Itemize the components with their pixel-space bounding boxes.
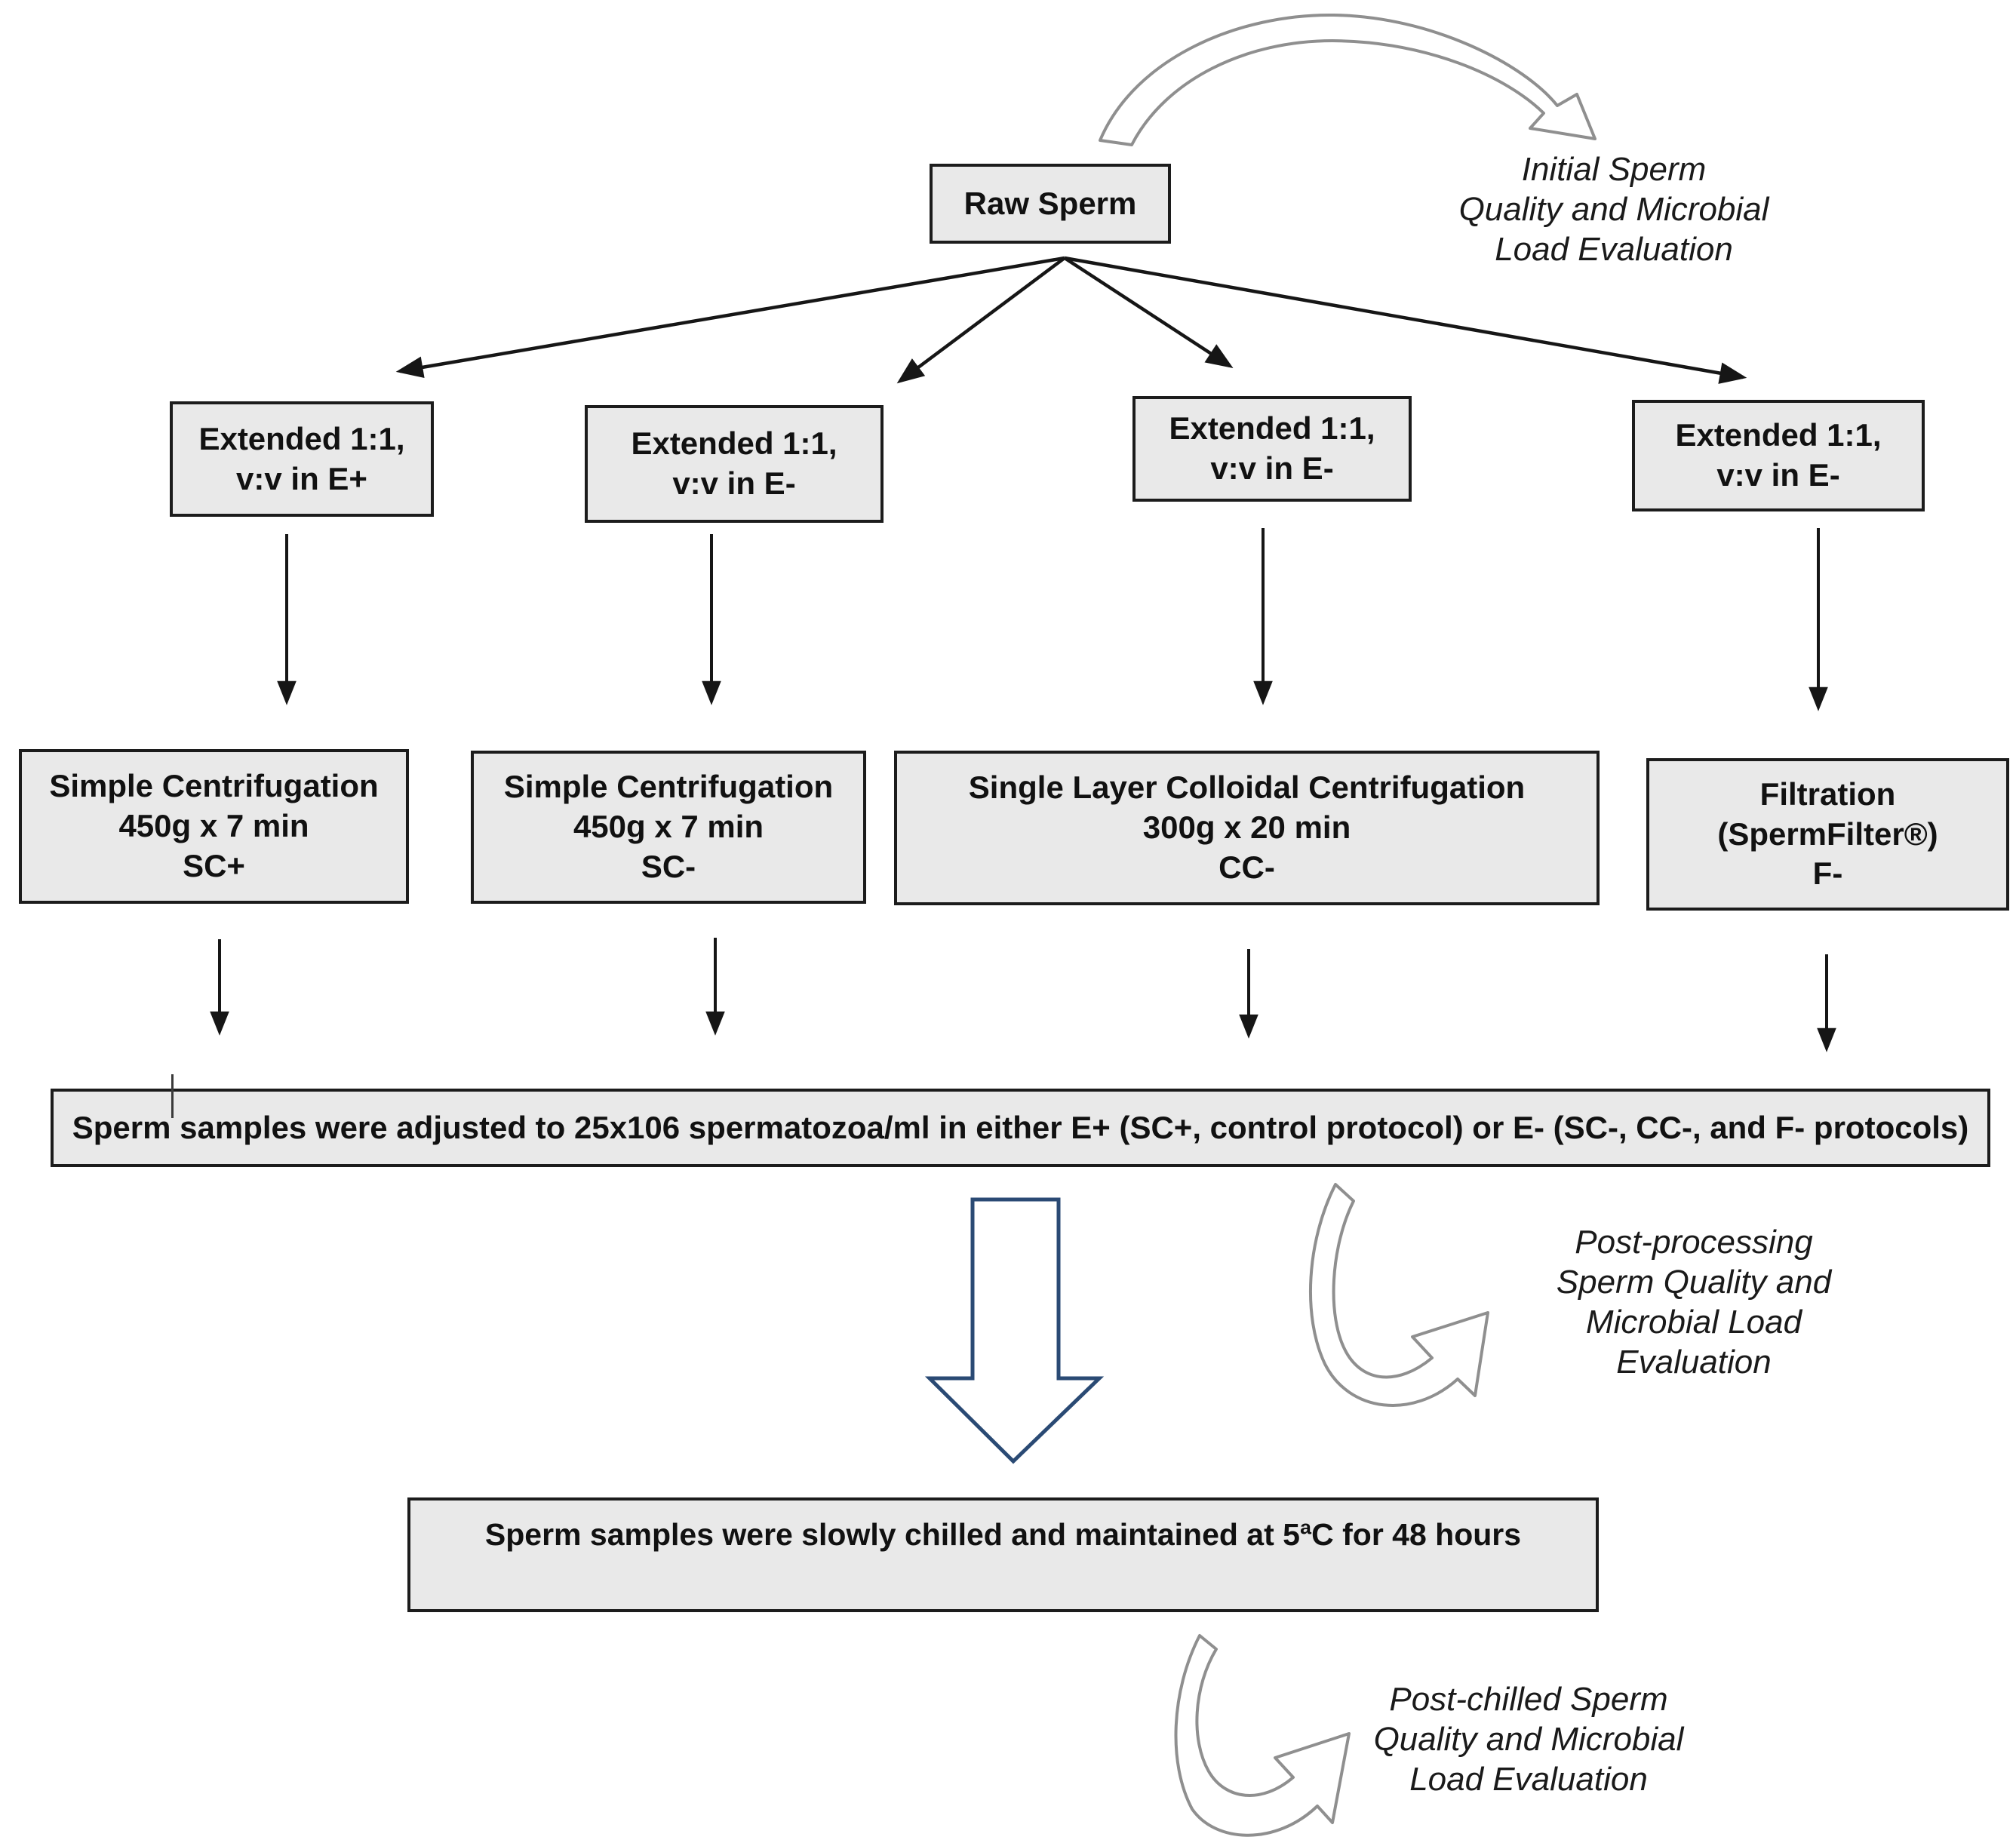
extended-box-1-line2: v:v in E+	[236, 460, 367, 496]
post-processing-eval-line3: Microbial Load	[1585, 1304, 1802, 1341]
extended-box-3-line1: Extended 1:1,	[1169, 410, 1375, 447]
text-cursor	[171, 1074, 174, 1118]
extended-box-2: Extended 1:1, v:v in E-	[585, 405, 884, 523]
extended-box-4: Extended 1:1, v:v in E-	[1632, 400, 1925, 511]
process-box-filtration-line2: (SpermFilter®)	[1717, 816, 1938, 852]
initial-eval-line3: Load Evaluation	[1495, 231, 1733, 268]
process-box-cc-minus-line1: Single Layer Colloidal Centrifugation	[968, 769, 1526, 806]
curved-arrow-initial-eval	[1099, 13, 1597, 146]
block-down-arrow	[924, 1197, 1105, 1464]
curved-arrow-post-chilled	[1174, 1634, 1351, 1837]
process-box-cc-minus-line3: CC-	[1219, 849, 1275, 885]
raw-sperm-box: Raw Sperm	[930, 164, 1171, 244]
process-box-sc-plus: Simple Centrifugation 450g x 7 min SC+	[19, 749, 409, 904]
process-box-cc-minus-line2: 300g x 20 min	[1142, 809, 1351, 846]
process-box-sc-minus-line2: 450g x 7 min	[573, 809, 764, 845]
post-processing-eval-line4: Evaluation	[1616, 1344, 1772, 1381]
process-box-filtration-line1: Filtration	[1759, 776, 1896, 812]
adjusted-concentration-label: Sperm samples were adjusted to 25x106 sp…	[72, 1109, 1969, 1145]
process-box-sc-minus: Simple Centrifugation 450g x 7 min SC-	[471, 751, 866, 904]
process-box-sc-minus-line1: Simple Centrifugation	[503, 769, 834, 805]
post-chilled-eval-line3: Load Evaluation	[1409, 1761, 1648, 1798]
post-processing-eval-line1: Post-processing	[1575, 1224, 1813, 1261]
arrow-raw-to-extended-2	[896, 256, 1066, 384]
post-chilled-eval-line2: Quality and Microbial	[1373, 1721, 1684, 1758]
post-chilled-eval-annotation: Post-chilled Sperm Quality and Microbial…	[1265, 1679, 1793, 1799]
extended-box-4-line2: v:v in E-	[1716, 457, 1840, 493]
process-box-filtration-line3: F-	[1812, 855, 1843, 892]
process-box-sc-plus-line2: 450g x 7 min	[118, 808, 309, 844]
chilled-storage-box: Sperm samples were slowly chilled and ma…	[407, 1497, 1599, 1612]
process-box-filtration: Filtration (SpermFilter®) F-	[1646, 758, 2009, 911]
process-box-sc-minus-line3: SC-	[641, 848, 696, 884]
chilled-storage-label: Sperm samples were slowly chilled and ma…	[484, 1517, 1522, 1552]
raw-sperm-label: Raw Sperm	[963, 185, 1137, 221]
arrow-raw-to-extended-3	[1063, 256, 1234, 368]
process-box-sc-plus-line1: Simple Centrifugation	[49, 768, 379, 804]
extended-box-2-line1: Extended 1:1,	[631, 425, 837, 462]
post-chilled-eval-line1: Post-chilled Sperm	[1389, 1681, 1668, 1718]
post-processing-eval-line2: Sperm Quality and	[1556, 1264, 1832, 1301]
process-box-sc-plus-line3: SC+	[183, 847, 245, 883]
extended-box-1-line1: Extended 1:1,	[198, 420, 405, 456]
curved-arrow-post-processing	[1308, 1183, 1489, 1407]
extended-box-2-line2: v:v in E-	[672, 465, 796, 501]
arrow-raw-to-extended-1	[395, 256, 1065, 379]
post-processing-eval-annotation: Post-processing Sperm Quality and Microb…	[1430, 1222, 1958, 1382]
initial-eval-annotation: Initial Sperm Quality and Microbial Load…	[1350, 149, 1878, 269]
extended-box-3-line2: v:v in E-	[1210, 450, 1334, 486]
extended-box-3: Extended 1:1, v:v in E-	[1132, 396, 1412, 502]
extended-box-4-line1: Extended 1:1,	[1675, 417, 1882, 453]
arrow-raw-to-extended-4	[1064, 256, 1747, 384]
initial-eval-line2: Quality and Microbial	[1458, 191, 1769, 228]
extended-box-1: Extended 1:1, v:v in E+	[170, 401, 434, 517]
initial-eval-line1: Initial Sperm	[1521, 151, 1707, 188]
process-box-cc-minus: Single Layer Colloidal Centrifugation 30…	[894, 751, 1600, 905]
adjusted-concentration-box: Sperm samples were adjusted to 25x106 sp…	[51, 1089, 1990, 1167]
